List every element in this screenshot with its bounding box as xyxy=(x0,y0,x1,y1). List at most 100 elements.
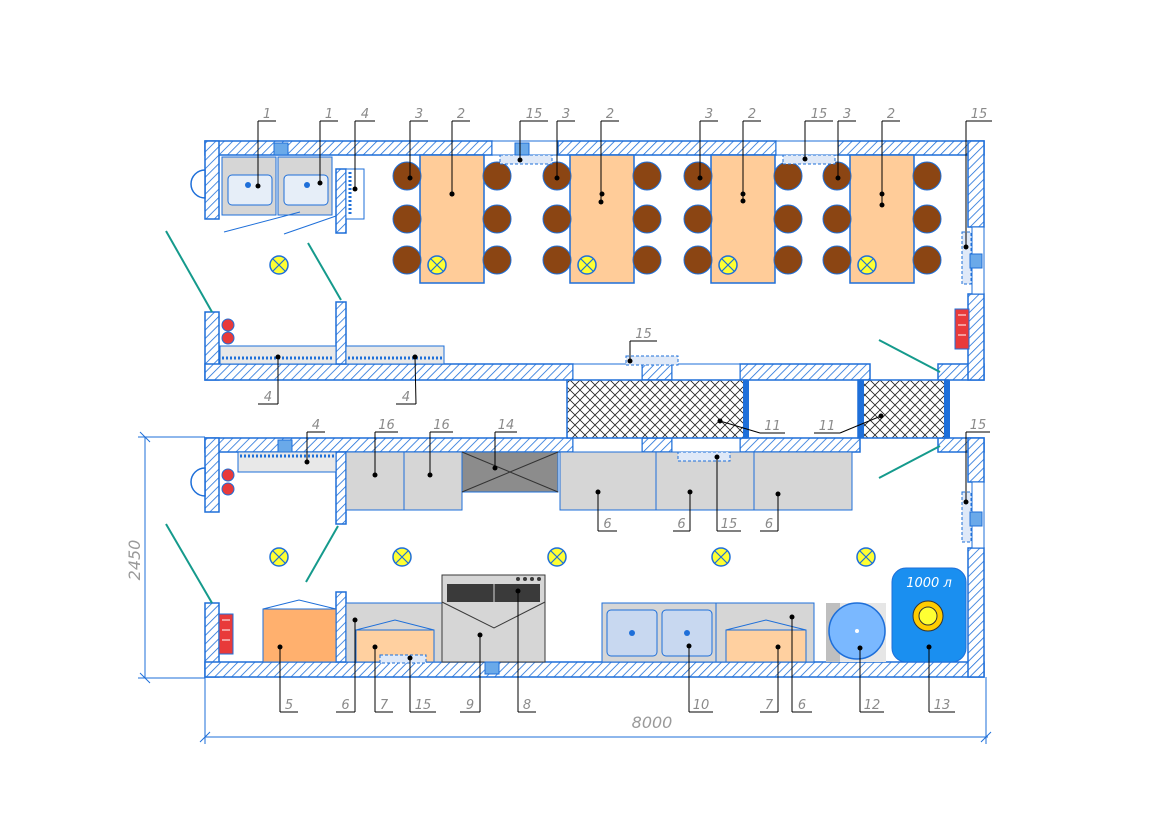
leader-b_8: 8 xyxy=(515,588,536,713)
item-label: 7 xyxy=(380,698,389,713)
item-label: 6 xyxy=(677,517,685,532)
leader-mid_15b: 15 xyxy=(963,418,990,505)
leader-b_15: 15 xyxy=(407,655,436,713)
item-label: 12 xyxy=(864,698,881,713)
leader-mid_11a: 11 xyxy=(717,418,785,434)
leader-top_3a: 3 xyxy=(407,107,428,181)
dining-tables xyxy=(392,154,942,284)
leader-b_12: 12 xyxy=(857,645,884,713)
item-label: 15 xyxy=(970,418,987,433)
leader-top_1b: 1 xyxy=(317,107,338,186)
item-label: 7 xyxy=(765,698,774,713)
item-label: 4 xyxy=(402,390,410,405)
item-label: 9 xyxy=(466,698,474,713)
item-label: 4 xyxy=(312,418,320,433)
radiator-lower xyxy=(218,613,234,655)
leader-b_9: 9 xyxy=(460,632,483,713)
leader-k_16b: 16 xyxy=(427,418,453,478)
ceiling-lamp-icon xyxy=(547,547,567,567)
connector-grates xyxy=(566,379,950,439)
item-label: 10 xyxy=(693,698,710,713)
leader-k_6a: 6 xyxy=(595,489,617,532)
item-label: 15 xyxy=(971,107,988,122)
dining-table-2 xyxy=(542,154,662,284)
item-label: 16 xyxy=(378,418,395,433)
leader-upper_4b: 4 xyxy=(396,354,418,405)
leader-mid_15: 15 xyxy=(627,327,657,364)
item-label: 6 xyxy=(603,517,611,532)
item-label: 3 xyxy=(562,107,570,122)
upper-walls xyxy=(204,140,985,381)
leader-k_6b: 6 xyxy=(673,489,693,532)
leader-b_13: 13 xyxy=(926,644,955,713)
item-label: 5 xyxy=(285,698,293,713)
leader-top_2b: 2 xyxy=(598,107,619,205)
ceiling-lamp-icon xyxy=(711,547,731,567)
leader-upper_4a: 4 xyxy=(258,354,281,405)
leader-top_15a: 15 xyxy=(517,107,548,163)
leader-top_2a: 2 xyxy=(449,107,470,197)
ceiling-lamp-icon xyxy=(856,547,876,567)
item-label: 6 xyxy=(341,698,349,713)
item-label: 15 xyxy=(721,517,738,532)
item-label: 8 xyxy=(523,698,531,713)
item-label: 15 xyxy=(811,107,828,122)
leader-b_10: 10 xyxy=(686,643,713,713)
ceiling-lamp-icon xyxy=(392,547,412,567)
leader-k_15: 15 xyxy=(714,454,741,532)
leader-k_16a: 16 xyxy=(372,418,398,478)
dimension-lines xyxy=(138,431,992,744)
radiator-upper xyxy=(954,308,970,350)
leader-top_3b: 3 xyxy=(554,107,575,181)
item-label: 6 xyxy=(765,517,773,532)
leader-top_3c: 3 xyxy=(697,107,718,181)
item-label: 4 xyxy=(361,107,369,122)
kitchen-bottom-equipment: 1000 л xyxy=(262,567,967,675)
upper-lamps xyxy=(269,255,289,275)
leader-k_14: 14 xyxy=(492,418,517,471)
item-label: 14 xyxy=(498,418,515,433)
upper-shelves xyxy=(219,318,445,365)
item-label: 15 xyxy=(526,107,543,122)
leader-b_7b: 7 xyxy=(760,644,781,713)
leader-top_1a: 1 xyxy=(255,107,276,189)
item-label: 3 xyxy=(843,107,851,122)
leader-b_6a: 6 xyxy=(336,617,358,713)
leader-top_15b: 15 xyxy=(802,107,833,162)
item-label: 11 xyxy=(764,419,781,434)
leader-top_4: 4 xyxy=(352,107,375,192)
lower-lamps xyxy=(269,547,876,567)
vent-markers-upper xyxy=(499,142,983,366)
item-label: 11 xyxy=(819,419,836,434)
leader-top_2c: 2 xyxy=(740,107,761,204)
kitchen-top-left xyxy=(190,439,337,497)
leader-mid_11b: 11 xyxy=(814,413,884,434)
item-label: 3 xyxy=(705,107,713,122)
lower-door-swings xyxy=(165,445,941,604)
upper-door-swings xyxy=(165,230,941,373)
leader-b_6b: 6 xyxy=(789,614,812,713)
leader-k_6c: 6 xyxy=(760,491,781,532)
item-label: 1 xyxy=(263,107,271,122)
dimension-height: 2450 xyxy=(125,540,144,581)
item-label: 2 xyxy=(606,107,614,122)
item-label: 16 xyxy=(433,418,450,433)
leader-top_3d: 3 xyxy=(835,107,856,181)
ceiling-lamp-icon xyxy=(269,255,289,275)
leader-top_2d: 2 xyxy=(879,107,900,208)
item-label: 2 xyxy=(887,107,895,122)
item-label: 6 xyxy=(798,698,806,713)
item-label: 15 xyxy=(415,698,432,713)
item-label: 13 xyxy=(934,698,951,713)
dining-table-1 xyxy=(392,154,512,284)
ceiling-lamp-icon xyxy=(269,547,289,567)
tank-volume: 1000 л xyxy=(906,576,952,591)
item-label: 1 xyxy=(325,107,333,122)
item-label: 4 xyxy=(264,390,272,405)
item-label: 3 xyxy=(415,107,423,122)
dimension-width: 8000 xyxy=(632,713,673,732)
kitchen-top-equipment xyxy=(345,451,983,543)
item-label: 15 xyxy=(635,327,652,342)
